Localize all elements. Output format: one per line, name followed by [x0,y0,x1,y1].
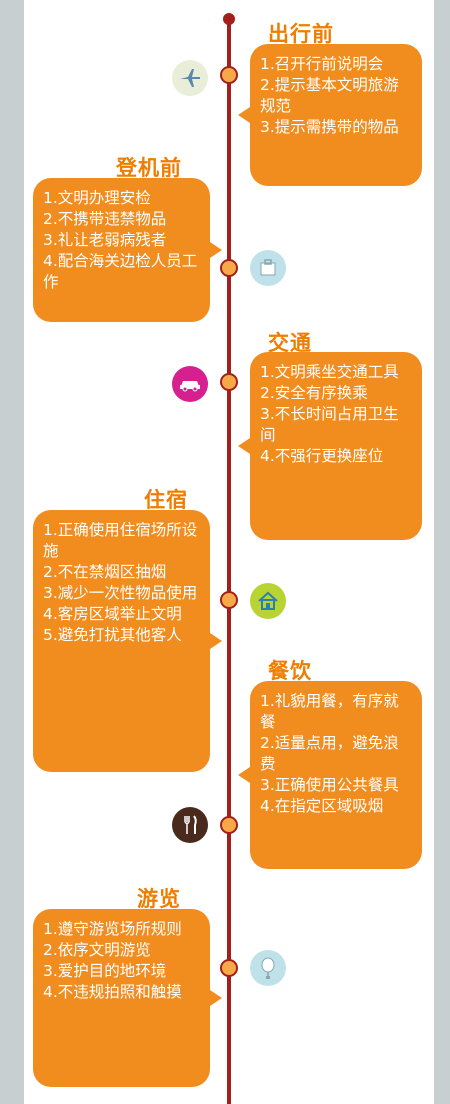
section-line: 3.礼让老弱病残者 [43,231,167,249]
left-border-band [0,0,24,1104]
timeline-start-dot [223,13,235,25]
timeline-node [220,591,238,609]
section-text: 1.文明办理安检 2.不携带违禁物品 3.礼让老弱病残者 4.配合海关边检人员工作 [43,188,200,293]
right-border-band [434,0,450,1104]
section-line: 2.不携带违禁物品 [43,210,167,228]
section-text: 1.文明乘坐交通工具 2.安全有序换乘 3.不长时间占用卫生间 4.不强行更换座位 [260,362,412,467]
section-box: 1.文明乘坐交通工具 2.安全有序换乘 3.不长时间占用卫生间 4.不强行更换座位 [238,352,422,540]
house-icon [250,583,286,619]
section-line: 2.安全有序换乘 [260,384,368,402]
section-line: 3.不长时间占用卫生间 [260,405,399,444]
section-box: 1.召开行前说明会 2.提示基本文明旅游规范 3.提示需携带的物品 [238,44,422,186]
fork-knife-icon [172,807,208,843]
section-text: 1.遵守游览场所规则 2.依序文明游览 3.爱护目的地环境 4.不违规拍照和触摸 [43,919,200,1003]
section-box: 1.正确使用住宿场所设施 2.不在禁烟区抽烟 3.减少一次性物品使用 4.客房区域举止… [33,510,222,772]
timeline-line [227,18,231,1104]
luggage-icon [250,250,286,286]
section-text: 1.正确使用住宿场所设施 2.不在禁烟区抽烟 3.减少一次性物品使用 4.客房区域举止… [43,520,200,646]
section-line: 4.客房区域举止文明 [43,605,182,623]
section-title: 交通 [268,331,312,355]
section-line: 2.不在禁烟区抽烟 [43,563,167,581]
section-line: 4.在指定区域吸烟 [260,797,384,815]
section-title: 住宿 [144,488,188,512]
timeline-node [220,373,238,391]
section-line: 1.遵守游览场所规则 [43,920,182,938]
section-line: 3.爱护目的地环境 [43,962,167,980]
section-line: 1.召开行前说明会 [260,55,384,73]
section-line: 4.配合海关边检人员工作 [43,252,198,291]
section-line: 1.礼貌用餐，有序就餐 [260,692,399,731]
section-line: 2.提示基本文明旅游规范 [260,76,399,115]
section-line: 5.避免打扰其他客人 [43,626,182,644]
timeline-node [220,959,238,977]
balloon-icon [250,950,286,986]
section-line: 1.正确使用住宿场所设施 [43,521,198,560]
section-line: 3.减少一次性物品使用 [43,584,198,602]
section-line: 2.适量点用，避免浪费 [260,734,399,773]
section-line: 4.不违规拍照和触摸 [43,983,182,1001]
section-line: 1.文明办理安检 [43,189,151,207]
car-icon [172,366,208,402]
section-line: 3.提示需携带的物品 [260,118,399,136]
section-box: 1.遵守游览场所规则 2.依序文明游览 3.爱护目的地环境 4.不违规拍照和触摸 [33,909,222,1087]
timeline-node [220,259,238,277]
section-text: 1.召开行前说明会 2.提示基本文明旅游规范 3.提示需携带的物品 [260,54,412,138]
section-line: 3.正确使用公共餐具 [260,776,399,794]
timeline-node [220,66,238,84]
section-title: 出行前 [268,22,334,46]
timeline-node [220,816,238,834]
section-title: 登机前 [116,156,182,180]
airplane-icon [172,60,208,96]
section-box: 1.文明办理安检 2.不携带违禁物品 3.礼让老弱病残者 4.配合海关边检人员工作 [33,178,222,322]
section-line: 4.不强行更换座位 [260,447,384,465]
section-title: 游览 [137,887,181,911]
section-line: 1.文明乘坐交通工具 [260,363,399,381]
section-line: 2.依序文明游览 [43,941,151,959]
section-title: 餐饮 [268,659,312,683]
